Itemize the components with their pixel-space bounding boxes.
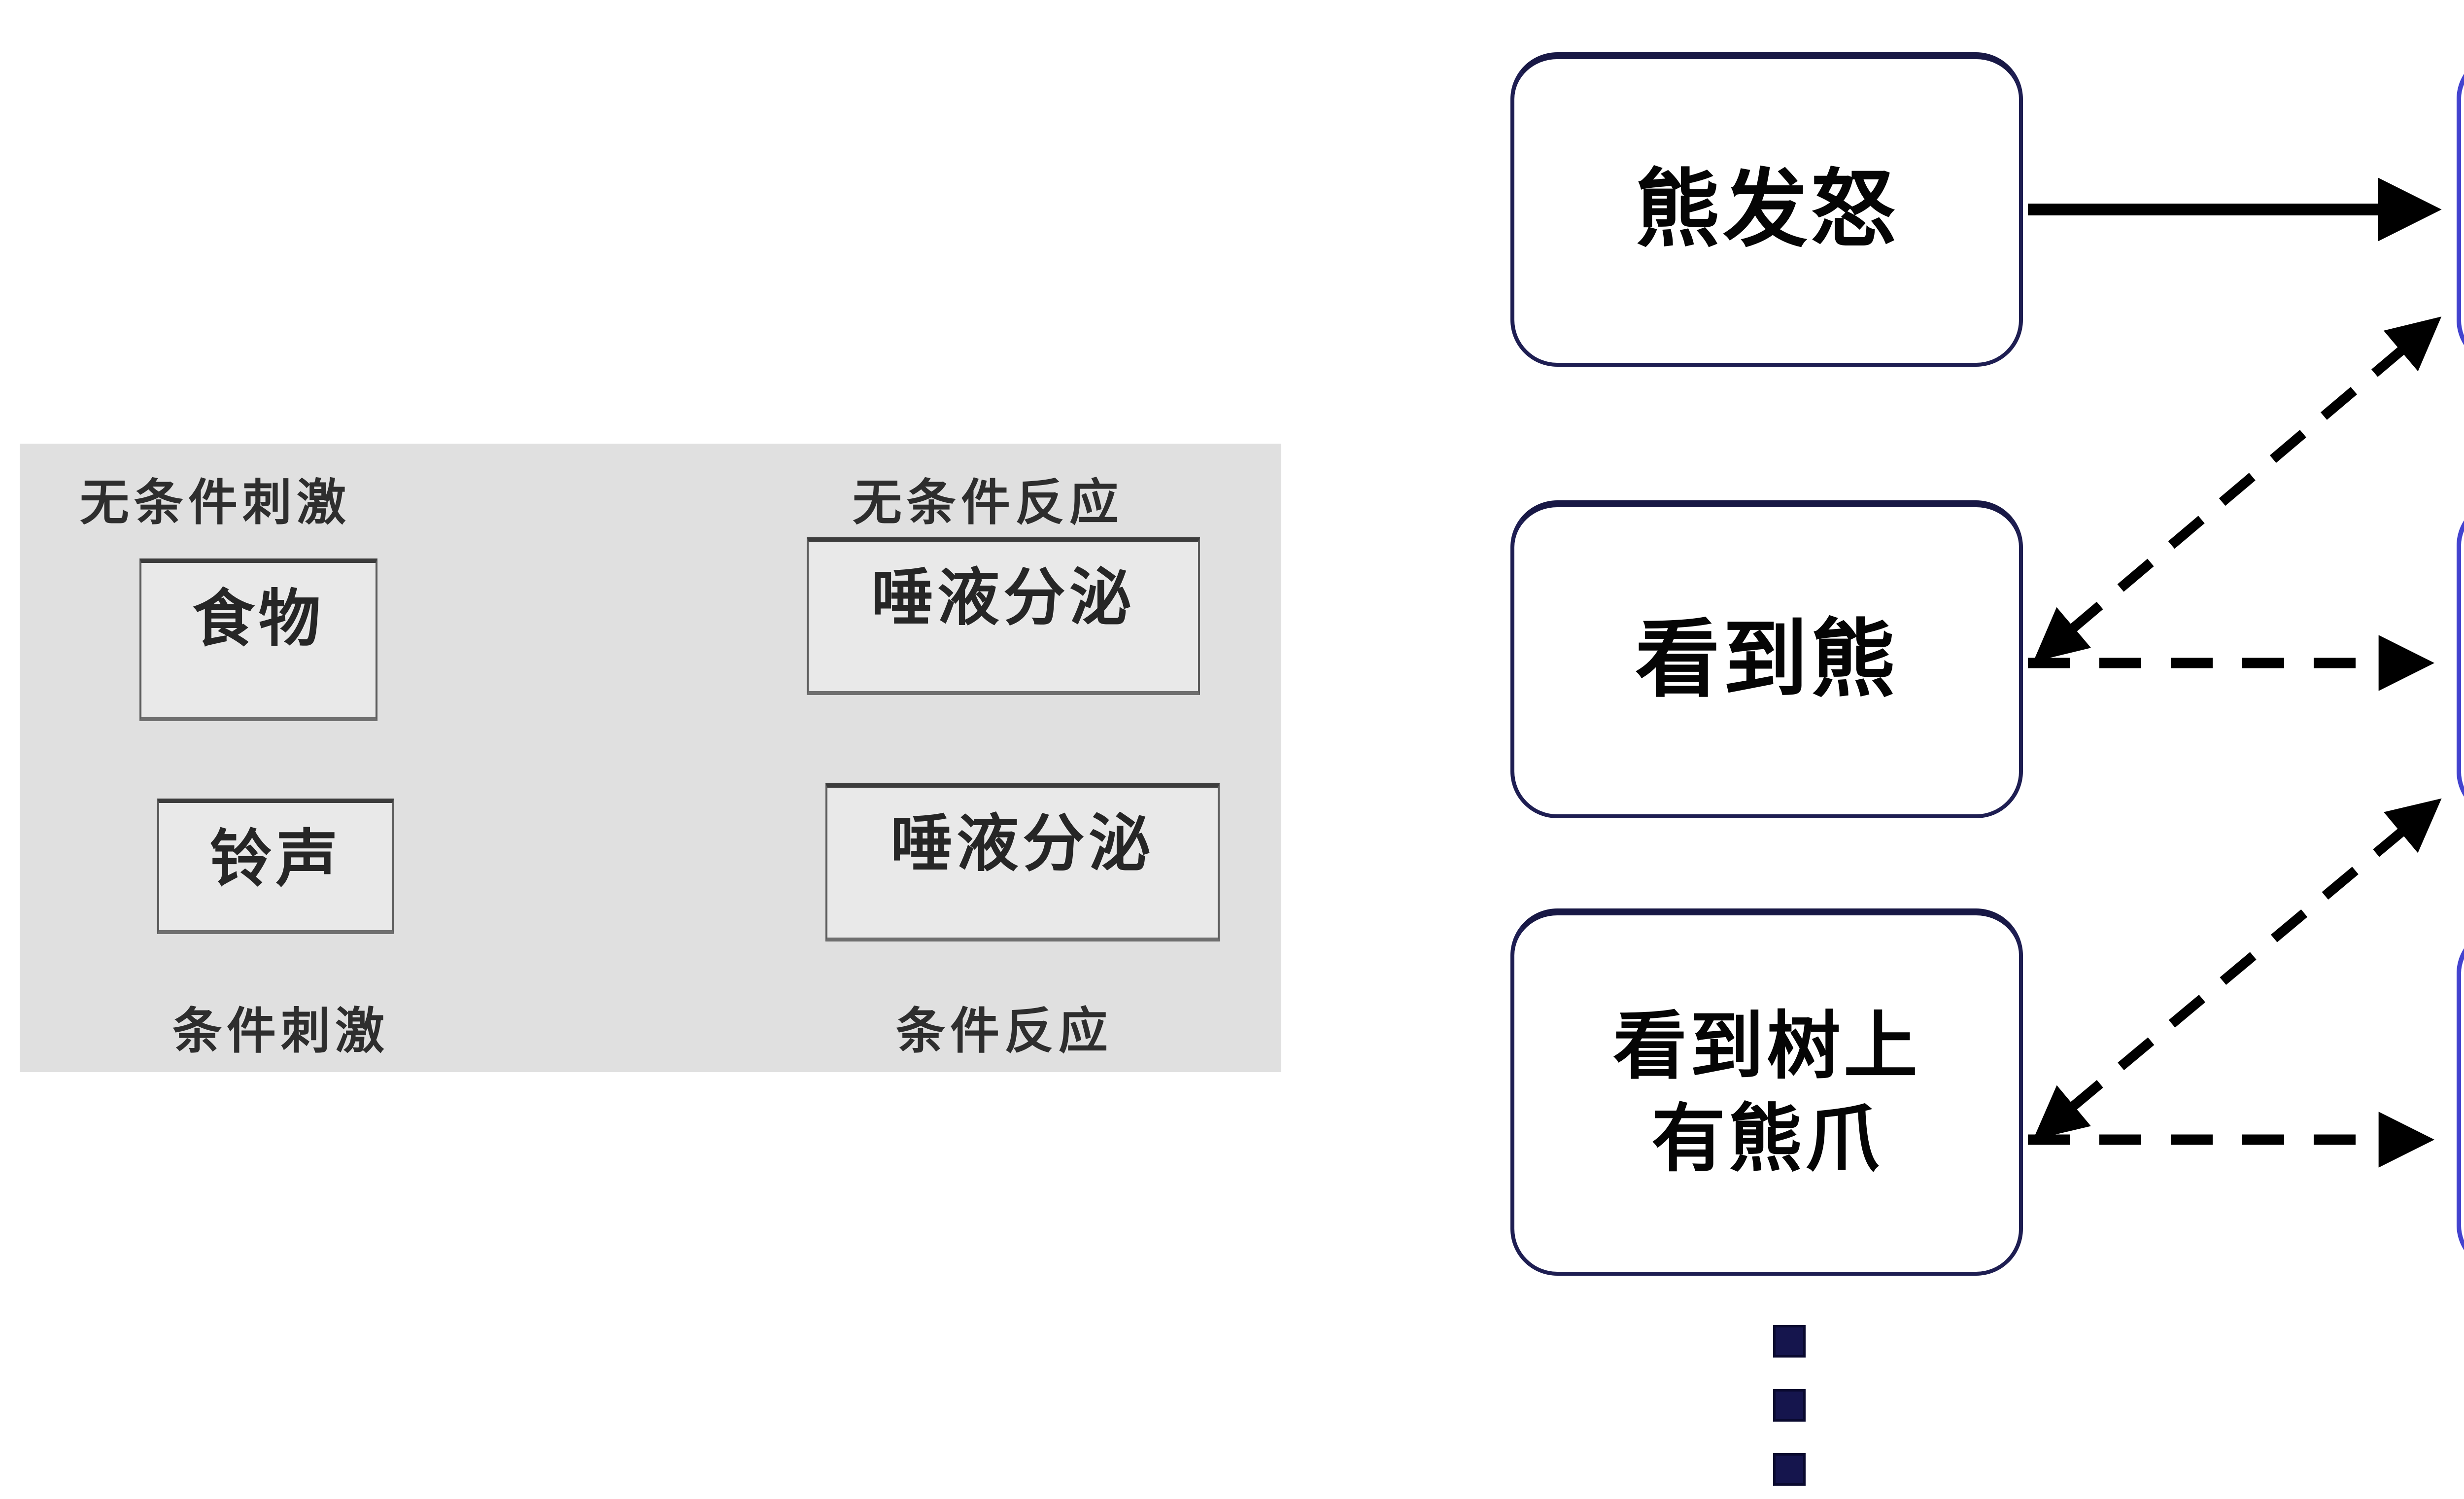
value-next-box: V(s′) [2457, 499, 2464, 818]
ellipsis-dot [1773, 1389, 1806, 1422]
bear-rage-box: 熊发怒 [1510, 52, 2023, 367]
food-box: 食物 [139, 558, 377, 721]
pavlov-conditioning-panel: 无条件刺激 无条件反应 食物 唾液分泌 铃声 唾液分泌 条件刺激 条件反应 [20, 444, 1281, 1072]
conditioned-response-label: 条件反应 [896, 1004, 1113, 1059]
food-box-label: 食物 [192, 584, 325, 654]
see-claws-value-next-diagonal-dashed-arrow [2033, 798, 2442, 1140]
see-claws-label-line1: 看到树上 [1612, 1006, 1920, 1088]
ellipsis-dot [1773, 1453, 1806, 1486]
unconditioned-stimulus-label: 无条件刺激 [80, 475, 351, 530]
see-claws-box: 看到树上 有熊爪 [1510, 908, 2023, 1276]
bell-box-label: 铃声 [209, 824, 342, 894]
unconditioned-response-label: 无条件反应 [853, 475, 1124, 530]
left-ellipsis [1773, 1325, 1806, 1486]
see-bear-reward-diagonal-dashed-arrow [2033, 316, 2442, 662]
see-bear-box: 看到熊 [1510, 500, 2023, 818]
see-bear-label: 看到熊 [1635, 613, 1898, 707]
reward-box: 奖励 [2457, 52, 2464, 367]
bear-rage-label: 熊发怒 [1635, 164, 1898, 258]
saliva-unconditioned-label: 唾液分泌 [871, 563, 1135, 632]
saliva-conditioned-label: 唾液分泌 [890, 809, 1155, 878]
see-claws-label-line2: 有熊爪 [1651, 1098, 1882, 1181]
ellipsis-dot [1773, 1325, 1806, 1358]
saliva-box-unconditioned: 唾液分泌 [807, 537, 1200, 695]
value-box: V(s) [2457, 927, 2464, 1272]
conditioned-stimulus-label: 条件刺激 [172, 1004, 389, 1059]
bell-box: 铃声 [157, 799, 394, 934]
saliva-box-conditioned: 唾液分泌 [825, 783, 1220, 941]
